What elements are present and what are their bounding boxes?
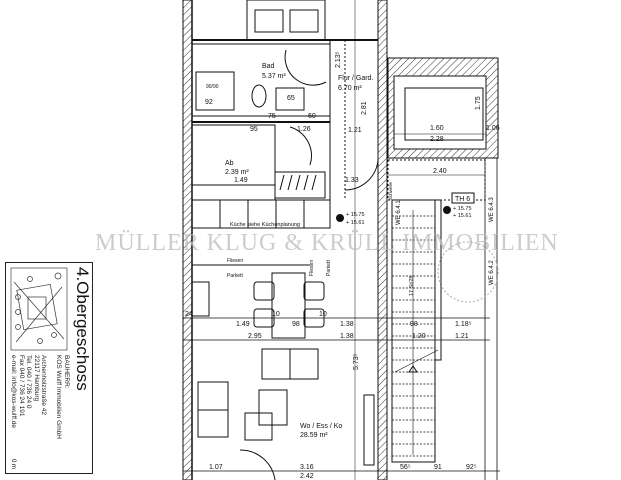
floor-change-2-left: Fliesen (309, 260, 315, 276)
shower-label: 90/90 (206, 84, 219, 90)
dining-table (253, 272, 325, 339)
dim: 1.20 (412, 333, 426, 340)
dim: 75 (268, 113, 276, 120)
floor-change-1-bottom: Parkett (227, 273, 243, 279)
stair-label-box (451, 192, 475, 204)
stair-level-bottom: + 15.61 (453, 213, 472, 219)
dim: 1.18⁵ (455, 321, 472, 328)
dim: 1.21 (348, 127, 362, 134)
level-bottom: + 15.61 (346, 220, 365, 226)
info-line: KOS Wulff Immobilien GmbH (55, 355, 63, 439)
dim: 3.16 (300, 464, 314, 471)
unit-label-2: WE 6.4.3 (489, 197, 495, 222)
room-hall-name: Flur / Gard. (338, 75, 373, 82)
wall-right (377, 0, 388, 480)
staircase (391, 199, 442, 463)
dim-elevator-side: 1.06 (486, 125, 500, 132)
dim: 5.73⁵ (353, 353, 360, 370)
dim: 98 (292, 321, 300, 328)
title-block: 4.Obergeschoss BAUHERR: KOS Wulff Immobi… (5, 262, 93, 474)
unit-label-1: WE 6.4.1 (396, 200, 402, 225)
room-storage-name: Ab (225, 160, 234, 167)
room-bath-area: 5.37 m² (262, 73, 286, 80)
floor-change-2-right: Parkett (326, 260, 332, 276)
dim: 1.21 (455, 333, 469, 340)
stair-level-top: + 15.75 (453, 206, 472, 212)
floor-title: 4.Obergeschoss (73, 267, 92, 391)
info-line: e-mail: info@kos-wulff.de (10, 355, 18, 428)
dim-landing: 2.40 (433, 168, 447, 175)
stair-label: TH 6 (455, 196, 470, 203)
dim-elevator-inner: 2.28 (430, 136, 444, 143)
site-map (10, 267, 68, 351)
kitchen-counter (191, 199, 331, 266)
level-marker-icon (336, 214, 344, 222)
dim: 92⁵ (466, 464, 477, 471)
level-top: + 15.75 (346, 212, 365, 218)
room-bath-name: Bad (262, 63, 275, 70)
dim: 2.13⁵ (335, 51, 342, 68)
sideboard (191, 281, 210, 317)
info-line: Tel. 040 / 736 24 0 (25, 355, 33, 409)
living-furniture (197, 348, 375, 480)
dim: 65 (287, 95, 295, 102)
dim: 1.49 (236, 321, 250, 328)
info-line: Archenholzstraße 42 (40, 355, 48, 415)
dim: 2.42 (300, 473, 314, 480)
dim-elevator-width: 1.60 (430, 125, 444, 132)
stair-steps: 17 St/28 (409, 276, 415, 297)
dim: 1.38 (340, 321, 354, 328)
unit-label-3: WE 6.4.2 (489, 260, 495, 285)
elevator-shaft (387, 57, 499, 159)
dim: 10 (319, 311, 327, 318)
dim: 60 (308, 113, 316, 120)
dim: 56⁵ (400, 464, 411, 471)
dim: 10 (272, 311, 280, 318)
dim: 1.26 (297, 126, 311, 133)
shower (195, 71, 235, 111)
info-line (48, 355, 56, 439)
storage-room (191, 124, 326, 200)
bed (246, 0, 326, 41)
threshold-label: Schwelle (388, 181, 393, 200)
dim: 2.95 (248, 333, 262, 340)
door-swing-dashed (437, 241, 499, 303)
room-hall-area: 6.70 m² (338, 85, 362, 92)
dim: 1.07 (209, 464, 223, 471)
washbasin (275, 87, 305, 111)
dim: 95 (250, 126, 258, 133)
info-line: BAUHERR: (63, 355, 70, 389)
stair-level-marker-icon (443, 206, 451, 214)
room-storage-area: 2.39 m² (225, 169, 249, 176)
watermark: MÜLLER KLUG & KRÜLL IMMOBILIEN (95, 230, 559, 256)
dim: 1.38 (340, 333, 354, 340)
toilet (251, 84, 267, 108)
dim: 98 (410, 321, 418, 328)
room-living-name: Wo / Ess / Ko (300, 423, 342, 430)
floor-change-1-top: Fliesen (227, 258, 243, 264)
dim: 1.49 (234, 177, 248, 184)
bathroom (191, 43, 331, 123)
dim: 92 (205, 99, 213, 106)
dim: 2.81 (361, 101, 368, 115)
info-line: Fax 040 / 736 24 191 (18, 355, 25, 417)
info-line: 22117 Hamburg (33, 355, 40, 402)
dim: 24 (185, 311, 193, 318)
kitchen-note: Küche siehe Küchenplanung (230, 222, 300, 228)
dim: 1.33 (345, 177, 359, 184)
dim: 91 (434, 464, 442, 471)
dim-elevator-depth: 1.75 (475, 96, 482, 110)
scale-label: 0 m (10, 459, 16, 470)
room-living-area: 28.59 m² (300, 432, 328, 439)
client-info: BAUHERR: KOS Wulff Immobilien GmbH Arche… (10, 355, 71, 439)
